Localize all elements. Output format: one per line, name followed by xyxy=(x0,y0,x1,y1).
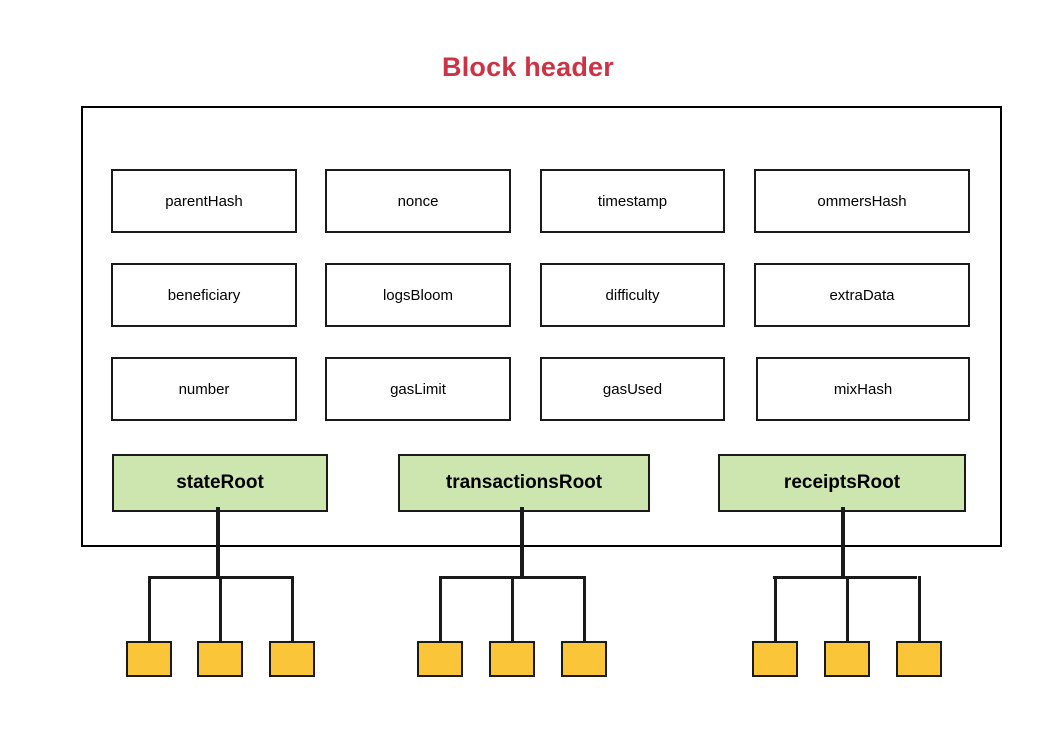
header-field-label: parentHash xyxy=(165,192,243,210)
root-node-label: transactionsRoot xyxy=(445,472,603,493)
header-field-label: logsBloom xyxy=(382,286,454,304)
tree-leaf-node[interactable] xyxy=(752,641,798,677)
root-node-label: stateRoot xyxy=(176,472,264,493)
header-field-gaslimit[interactable]: gasLimit xyxy=(325,357,511,421)
tree-leaf-node[interactable] xyxy=(197,641,243,677)
tree-branch xyxy=(846,576,849,641)
tree-leaf-node[interactable] xyxy=(824,641,870,677)
root-node-label: receiptsRoot xyxy=(783,472,901,493)
header-field-difficulty[interactable]: difficulty xyxy=(540,263,725,327)
header-field-number[interactable]: number xyxy=(111,357,297,421)
header-field-label: beneficiary xyxy=(167,286,241,304)
tree-horizontal-bar xyxy=(773,576,917,579)
tree-branch xyxy=(439,576,442,641)
tree-branch xyxy=(291,576,294,641)
tree-stem xyxy=(841,507,845,579)
header-field-label: number xyxy=(178,380,230,398)
header-field-mixhash[interactable]: mixHash xyxy=(756,357,970,421)
tree-leaf-node[interactable] xyxy=(561,641,607,677)
header-field-label: nonce xyxy=(397,192,439,210)
root-node-stateroot[interactable]: stateRoot xyxy=(112,454,328,512)
header-field-label: gasLimit xyxy=(390,380,446,398)
header-field-parenthash[interactable]: parentHash xyxy=(111,169,297,233)
tree-leaf-node[interactable] xyxy=(269,641,315,677)
tree-branch xyxy=(774,576,777,641)
header-field-timestamp[interactable]: timestamp xyxy=(540,169,725,233)
tree-stem xyxy=(216,507,220,579)
header-field-label: gasUsed xyxy=(602,380,663,398)
tree-leaf-node[interactable] xyxy=(126,641,172,677)
tree-stem xyxy=(520,507,524,579)
header-field-beneficiary[interactable]: beneficiary xyxy=(111,263,297,327)
tree-branch xyxy=(918,576,921,641)
tree-leaf-node[interactable] xyxy=(896,641,942,677)
header-field-nonce[interactable]: nonce xyxy=(325,169,511,233)
header-field-label: ommersHash xyxy=(817,192,907,210)
header-field-gasused[interactable]: gasUsed xyxy=(540,357,725,421)
header-field-logsbloom[interactable]: logsBloom xyxy=(325,263,511,327)
page-title: Block header xyxy=(442,52,614,82)
tree-leaf-node[interactable] xyxy=(489,641,535,677)
header-field-label: timestamp xyxy=(597,192,668,210)
tree-leaf-node[interactable] xyxy=(417,641,463,677)
root-node-transactionsroot[interactable]: transactionsRoot xyxy=(398,454,650,512)
header-field-label: mixHash xyxy=(833,380,893,398)
tree-branch xyxy=(148,576,151,641)
tree-branch xyxy=(219,576,222,641)
tree-branch xyxy=(583,576,586,641)
header-field-ommershash[interactable]: ommersHash xyxy=(754,169,970,233)
root-node-receiptsroot[interactable]: receiptsRoot xyxy=(718,454,966,512)
header-field-extradata[interactable]: extraData xyxy=(754,263,970,327)
tree-branch xyxy=(511,576,514,641)
header-field-label: extraData xyxy=(829,286,895,304)
header-field-label: difficulty xyxy=(605,286,660,304)
